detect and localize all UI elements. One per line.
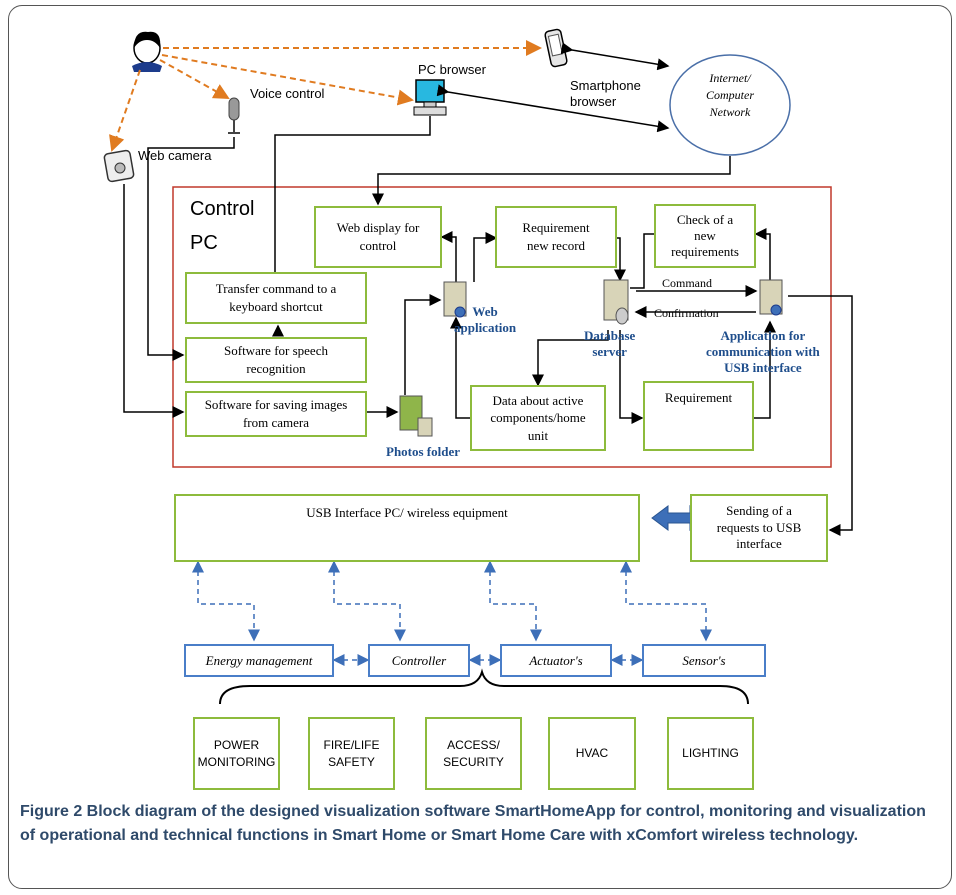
pc-browser-label: PC browser <box>418 62 486 77</box>
category-power-monitoring: POWER MONITORING <box>193 717 280 790</box>
figure-caption: Figure 2 Block diagram of the designed v… <box>20 800 940 848</box>
device-energy-management: Energy management <box>184 644 334 677</box>
confirmation-label: Confirmation <box>654 306 719 320</box>
transfer-command-box: Transfer command to a keyboard shortcut <box>185 272 367 324</box>
user-arrows <box>109 40 542 152</box>
category-lighting: LIGHTING <box>667 717 754 790</box>
pc-icon <box>413 79 447 116</box>
requirement-new-record-box: Requirement new record <box>495 206 617 268</box>
usb-app-server-icon <box>759 279 783 316</box>
voice-control-label: Voice control <box>250 86 325 101</box>
smartphone-icon <box>544 28 568 68</box>
control-pc-title-line2: PC <box>190 232 218 254</box>
requirement-box: Requirement <box>643 381 754 451</box>
microphone-icon <box>228 97 240 134</box>
device-controller: Controller <box>368 644 470 677</box>
sending-requests-box: Sending of a requests to USB interface <box>690 494 828 562</box>
saving-images-box: Software for saving images from camera <box>185 391 367 437</box>
category-access-security: ACCESS/ SECURITY <box>425 717 522 790</box>
photos-folder-label: Photos folder <box>386 444 461 459</box>
figure-label: Figure 2 <box>20 803 83 820</box>
smartphone-browser-label: Smartphone browser <box>570 78 641 109</box>
command-label: Command <box>662 276 712 290</box>
database-server-icon <box>603 279 629 325</box>
web-server-icon <box>443 281 467 318</box>
web-camera-label: Web camera <box>138 148 212 163</box>
control-pc-title-line1: Control <box>190 198 255 220</box>
network-ellipse <box>669 54 791 156</box>
speech-recognition-box: Software for speech recognition <box>185 337 367 383</box>
device-actuators: Actuator's <box>500 644 612 677</box>
device-sensors: Sensor's <box>642 644 766 677</box>
camera-icon <box>103 149 135 183</box>
category-fire-life-safety: FIRE/LIFE SAFETY <box>308 717 395 790</box>
photos-folder-icon <box>399 395 433 437</box>
usb-application-label: Application for communication with USB i… <box>706 328 820 375</box>
database-server-label: Database server <box>584 328 636 359</box>
network-label: Internet/ Computer Network <box>706 71 754 119</box>
web-application-label: Web application <box>454 304 517 335</box>
user-icon <box>132 31 162 72</box>
check-new-requirements-box: Check of a new requirements <box>654 204 756 268</box>
control-pc-frame <box>172 186 832 468</box>
category-brace <box>219 668 749 705</box>
category-hvac: HVAC <box>548 717 636 790</box>
web-display-box: Web display for control <box>314 206 442 268</box>
figure-frame <box>8 5 952 889</box>
caption-text: Block diagram of the designed visualizat… <box>20 803 926 844</box>
data-active-components-box: Data about active components/home unit <box>470 385 606 451</box>
usb-interface-box: USB Interface PC/ wireless equipment <box>174 494 640 562</box>
